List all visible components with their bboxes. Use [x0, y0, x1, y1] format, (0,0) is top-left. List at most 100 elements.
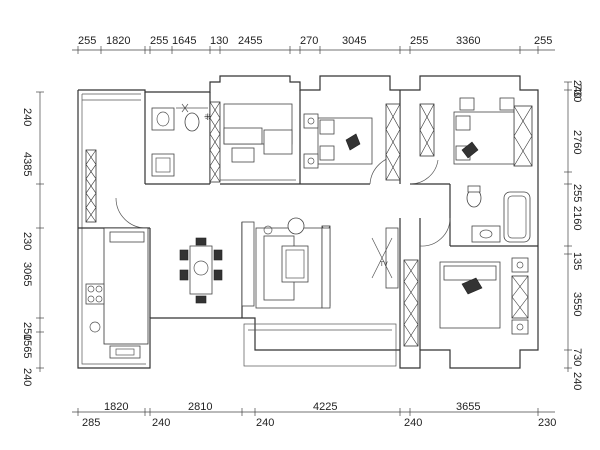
- nightstand: [459, 97, 475, 111]
- wardrobe-cross: [511, 296, 529, 319]
- dim-bottom-4: 3655: [456, 401, 480, 413]
- bathtub: [503, 191, 531, 243]
- dim-top-7: 270: [300, 35, 318, 47]
- dim-top-3: 255: [150, 35, 168, 47]
- dim-top-5: 130: [210, 35, 228, 47]
- nightstand: [511, 257, 529, 273]
- dim-top-11: 255: [534, 35, 552, 47]
- dim-bottom-7: 240: [256, 417, 274, 429]
- tv-cabinet: [385, 227, 399, 289]
- kitchen-counter: [103, 227, 149, 345]
- dim-bottom-3: 4225: [313, 401, 337, 413]
- wardrobe-cross: [85, 164, 97, 179]
- dim-top-2: 1820: [106, 35, 130, 47]
- wardrobe-cross: [209, 149, 221, 167]
- dim-bottom-9: 230: [538, 417, 556, 429]
- wardrobe-cross: [403, 302, 419, 325]
- kitchen-sink: [109, 345, 141, 359]
- bottom-dimension-line: [72, 408, 555, 416]
- wardrobe-cross: [85, 207, 97, 223]
- wardrobe-cross: [209, 165, 221, 183]
- wardrobe-cross: [85, 193, 97, 208]
- chair: [231, 147, 255, 163]
- side-cabinet: [241, 221, 255, 307]
- fridge: [109, 231, 145, 243]
- dining-area: [179, 237, 223, 304]
- wardrobe-cross: [209, 101, 221, 119]
- dim-left-2: 4385: [21, 152, 33, 176]
- dim-left-6: 1565: [21, 334, 33, 358]
- pillow-decor: [461, 141, 479, 159]
- wardrobe-cabinet: [511, 275, 529, 319]
- dim-right-6: 135: [571, 252, 583, 270]
- dim-bottom-6: 240: [152, 417, 170, 429]
- dim-right-3: 2760: [571, 130, 583, 154]
- left-dimension-line: [36, 91, 44, 372]
- wardrobe-cross: [419, 103, 435, 131]
- wardrobe-cross: [513, 135, 533, 167]
- dining-table: [189, 245, 213, 295]
- dim-top-9: 255: [410, 35, 428, 47]
- nightstand: [303, 113, 319, 129]
- dim-bottom-2: 2810: [188, 401, 212, 413]
- kitchen-sink-drain: [89, 321, 101, 333]
- bathroom-top-left: ⁜: [151, 103, 212, 177]
- balcony-bottom: [243, 323, 397, 367]
- right-dimension-line: [564, 81, 572, 372]
- wardrobe-cross: [511, 275, 529, 298]
- tv-label: TV: [380, 262, 388, 268]
- wardrobe-cross: [403, 281, 419, 304]
- wardrobe-cabinet: [419, 103, 435, 157]
- dim-top-6: 2455: [238, 35, 262, 47]
- wardrobe-cabinet: [403, 259, 419, 347]
- dim-right-4: 255: [571, 184, 583, 202]
- toilet: [184, 112, 200, 132]
- washbasin: [471, 225, 501, 243]
- dim-right-8: 730: [571, 348, 583, 366]
- top-dimension-line: [72, 46, 555, 54]
- kitchen: [85, 227, 149, 359]
- dim-top-4: 1645: [172, 35, 196, 47]
- wardrobe-cross: [403, 324, 419, 347]
- dim-left-4: 3065: [21, 262, 33, 286]
- wardrobe-cross: [419, 129, 435, 157]
- dim-right-1: 240: [571, 80, 583, 98]
- living-room: TV: [241, 217, 399, 309]
- dim-bottom-1: 1820: [104, 401, 128, 413]
- dim-top-1: 255: [78, 35, 96, 47]
- wardrobe-cross: [385, 103, 401, 130]
- dim-right-2: 730: [571, 84, 583, 102]
- bathroom-right: [466, 185, 531, 243]
- wardrobe-cross: [85, 178, 97, 194]
- wardrobe-cross: [385, 129, 401, 155]
- dim-bottom-5: 285: [82, 417, 100, 429]
- master-bedroom: [439, 257, 529, 335]
- armchair: [287, 217, 305, 235]
- wardrobe-cross: [209, 117, 221, 135]
- shower-tray: [151, 153, 175, 177]
- dim-top-10: 3360: [456, 35, 480, 47]
- dim-left-7: 240: [21, 368, 33, 386]
- dim-left-1: 240: [21, 108, 33, 126]
- room-study: [220, 103, 296, 181]
- washbasin: [151, 107, 175, 131]
- dim-left-3: 230: [21, 232, 33, 250]
- wardrobe-cabinet: [513, 105, 533, 167]
- dim-bottom-8: 240: [404, 417, 422, 429]
- wardrobe-cross: [385, 154, 401, 181]
- wardrobe-cross: [209, 133, 221, 151]
- dim-left-5: 250: [21, 322, 33, 340]
- pillow-decor: [345, 133, 361, 151]
- wardrobe-cross: [513, 105, 533, 137]
- outer-walls: [77, 75, 539, 369]
- shower-icon: ⁜: [204, 112, 212, 122]
- bedroom-2: [303, 113, 373, 169]
- pillow-decor: [461, 277, 483, 295]
- wardrobe-cross: [85, 149, 97, 165]
- wardrobe-cross: [403, 259, 419, 282]
- dim-top-8: 3045: [342, 35, 366, 47]
- dim-right-7: 3550: [571, 292, 583, 316]
- dim-right-5: 2160: [571, 206, 583, 230]
- dim-right-9: 240: [571, 372, 583, 390]
